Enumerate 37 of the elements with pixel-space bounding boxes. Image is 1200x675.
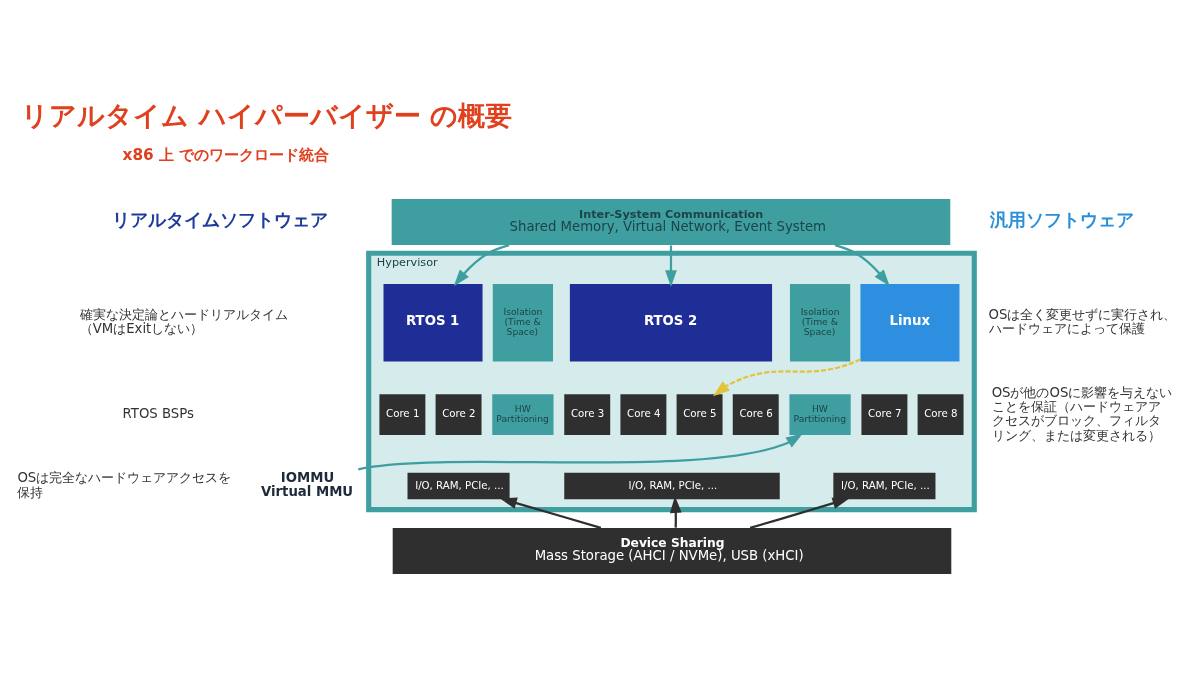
label: 汎用ソフトウェア [990, 208, 1135, 230]
arrow [500, 497, 602, 529]
node-box: Core 8 [917, 394, 964, 436]
node-box: Core 4 [620, 394, 667, 436]
node-box: HW Partitioning [492, 394, 554, 436]
node-box: Core 7 [861, 394, 908, 436]
node-text: IOMMU Virtual MMU [260, 470, 354, 499]
node-box: Isolation (Time & Space) [789, 283, 851, 362]
label: リアルタイムソフトウェア [112, 208, 329, 230]
node-box: RTOS 1 [383, 283, 483, 362]
node-box: I/O, RAM, PCIe, ... [564, 472, 780, 500]
node-box: RTOS 2 [569, 283, 773, 362]
arrow [713, 358, 861, 397]
label: RTOS BSPs [122, 406, 194, 422]
arrow [358, 433, 803, 471]
node-box: Core 2 [435, 394, 482, 436]
node-box: I/O, RAM, PCIe, ... [407, 472, 510, 500]
node-box: Isolation (Time & Space) [492, 283, 553, 362]
node-box: Linux [860, 283, 960, 362]
node-box: Core 3 [564, 394, 611, 436]
node-box: Core 1 [379, 394, 426, 436]
label: OSは完全なハードウェアアクセスを保持 [17, 470, 232, 500]
label: 確実な決定論とハードリアルタイム（VMはExitしない） [79, 307, 288, 337]
node-box: Core 6 [732, 394, 779, 436]
diagram-title: リアルタイム ハイパーバイザー の概要 [21, 100, 512, 132]
arrow [453, 244, 510, 287]
label: x86 上 でのワークロード統合 [122, 145, 330, 164]
label: OSが他のOSに影響を与えないことを保証（ハードウェアアクセスがブロック、フィルタリング、または変更される） [991, 384, 1173, 443]
node-box: Inter-System Communication Shared Memory, Virtual Network, Event System [391, 199, 951, 246]
arrow [665, 245, 677, 287]
node-box: Core 5 [676, 394, 723, 436]
node-box: I/O, RAM, PCIe, ... [833, 472, 936, 500]
node-box: Device Sharing Mass Storage (AHCI / NVMe), USB (xHCI) [392, 527, 952, 574]
node-box: HW Partitioning [789, 394, 851, 436]
arrow [749, 497, 850, 529]
label: OSは全く変更せずに実行され、ハードウェアによって保護 [988, 307, 1177, 337]
arrow [834, 244, 890, 287]
